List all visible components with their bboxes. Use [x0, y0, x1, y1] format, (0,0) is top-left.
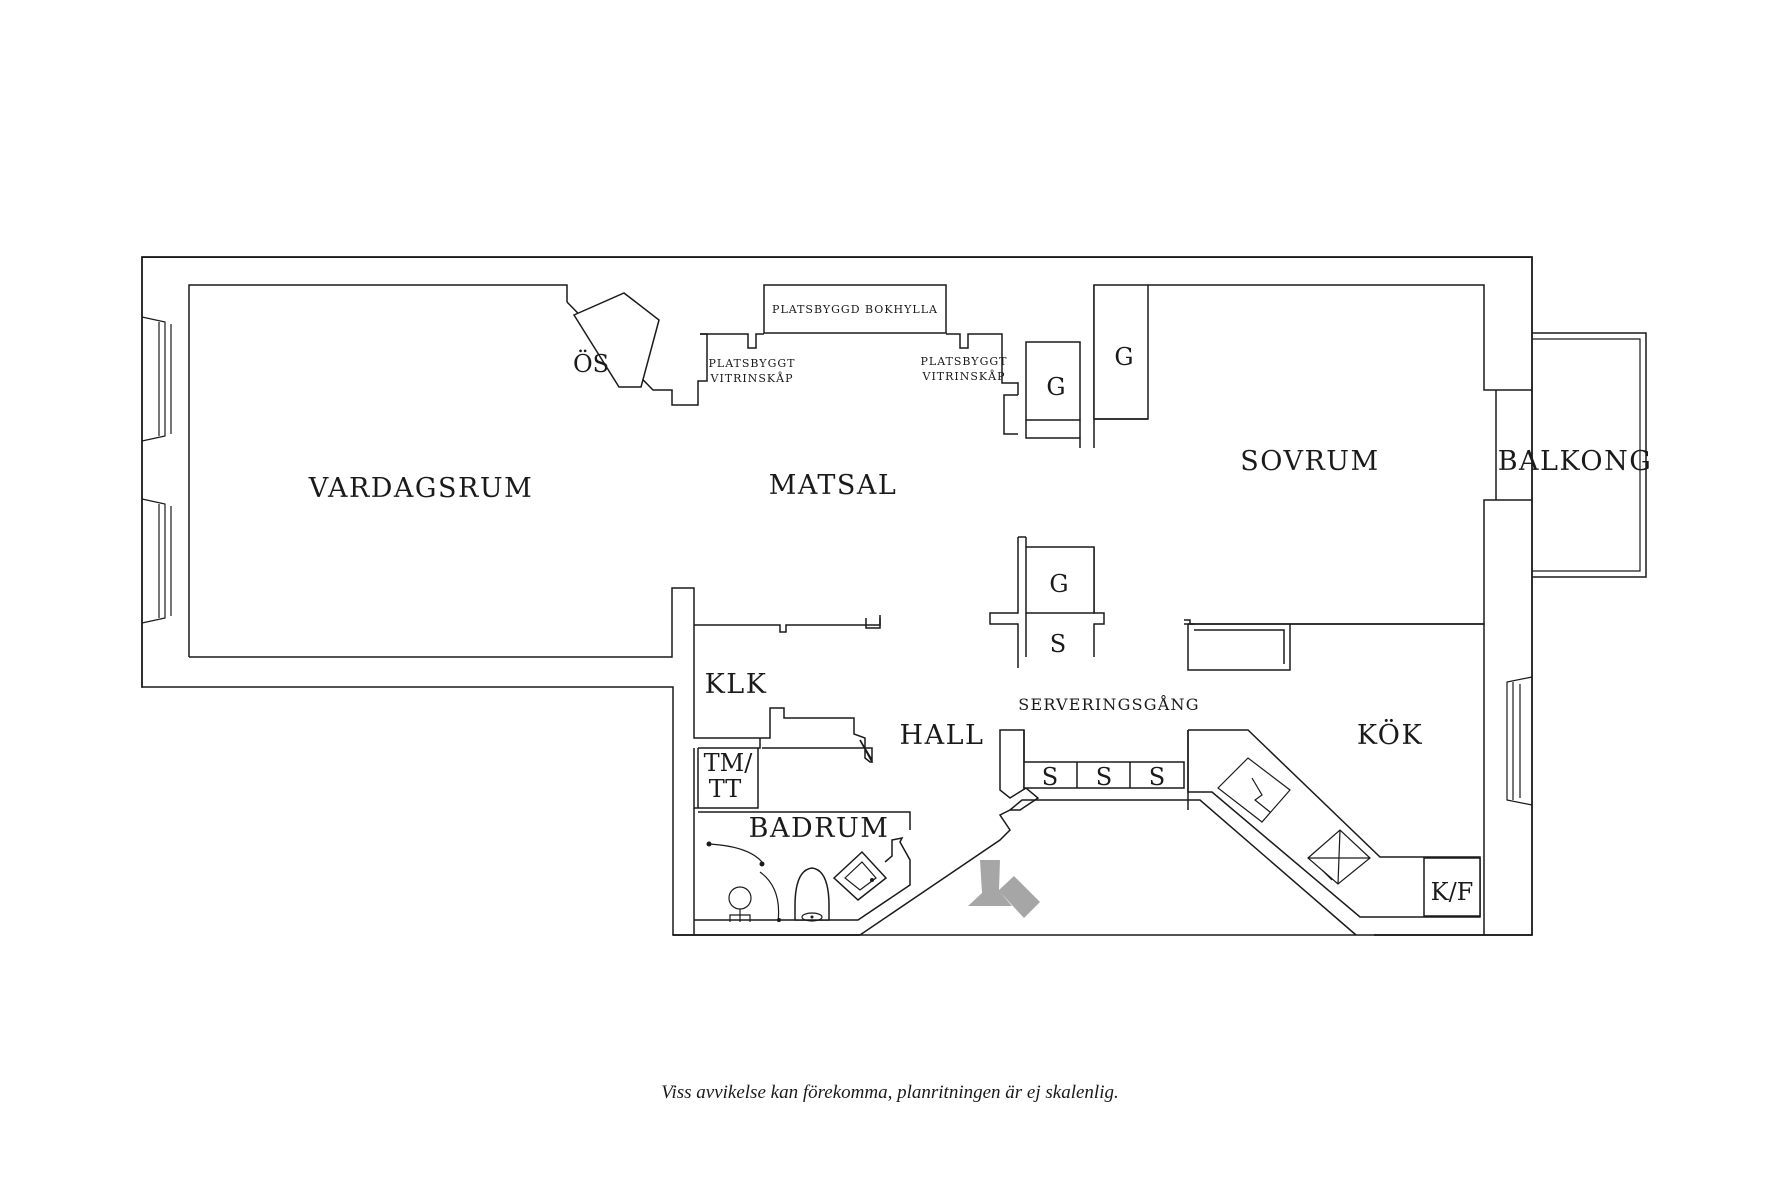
windows-left	[141, 316, 172, 624]
balcony	[1495, 332, 1647, 578]
room-label-serveringsgang: SERVERINGSGÅNG	[1018, 694, 1199, 714]
room-label-matsal: MATSAL	[769, 470, 898, 501]
label-tt: TT	[709, 775, 741, 803]
bokhylla-cabinet	[763, 284, 947, 334]
kitchen-walls	[1187, 623, 1485, 935]
room-label-hall: HALL	[900, 720, 985, 751]
kitchen-appliances	[1217, 757, 1371, 885]
window-kitchen	[1506, 676, 1533, 806]
label-vitrin-right-2: VITRINSKÅP	[922, 369, 1006, 383]
room-label-kok: KÖK	[1357, 717, 1423, 751]
os-fireplace	[572, 292, 660, 388]
room-label-sovrum: SOVRUM	[1240, 446, 1379, 477]
matsal-pillar	[1003, 394, 1018, 435]
label-s-3: S	[1149, 763, 1165, 791]
room-label-klk: KLK	[705, 669, 768, 700]
label-vitrin-right-1: PLATSBYGGT	[921, 355, 1008, 368]
vardagsrum-wall	[188, 284, 568, 657]
hall-south-wall	[1009, 799, 1357, 936]
label-s-1: S	[1042, 763, 1058, 791]
fridge-freezer	[1423, 857, 1481, 917]
room-label-vardagsrum: VARDAGSRUM	[308, 473, 533, 504]
kitchen-counter-diagonal	[1187, 729, 1481, 918]
room-label-badrum: BADRUM	[749, 813, 890, 844]
bathroom-outer	[673, 729, 1040, 936]
wardrobe-upper-left	[1025, 341, 1081, 421]
sovrum-wall	[1148, 284, 1496, 391]
s-cabinets	[1023, 730, 1185, 789]
hall-area-walls	[693, 615, 911, 935]
label-bokhylla: PLATSBYGGD BOKHYLLA	[772, 303, 938, 316]
bathroom-fixtures	[706, 841, 888, 923]
vitrin-right-wall	[946, 333, 1019, 395]
label-vitrin-left-2: VITRINSKÅP	[710, 371, 794, 385]
center-storage	[989, 536, 1105, 668]
wardrobe-upper-left-base	[1025, 420, 1081, 439]
label-vitrin-left-1: PLATSBYGGT	[709, 357, 796, 370]
vitrin-left-wall	[700, 333, 764, 349]
label-g-upper-right: G	[1114, 343, 1133, 371]
os-corner-wall	[566, 301, 708, 406]
disclaimer-text: Viss avvikelse kan förekomma, planritnin…	[661, 1082, 1119, 1103]
label-kf: K/F	[1431, 878, 1474, 906]
vardagsrum-bottom	[189, 587, 695, 658]
label-tm: TM/	[704, 749, 754, 777]
label-g-upper-left: G	[1046, 373, 1065, 401]
wardrobe-upper-right	[1093, 284, 1149, 420]
room-label-balkong: BALKONG	[1498, 446, 1653, 477]
label-os: ÖS	[573, 349, 609, 378]
label-s-center: S	[1050, 630, 1066, 658]
label-s-2: S	[1096, 763, 1112, 791]
entrance-arrow-icon	[968, 860, 1040, 918]
bathroom-inner	[694, 836, 911, 921]
label-g-center: G	[1049, 570, 1068, 598]
